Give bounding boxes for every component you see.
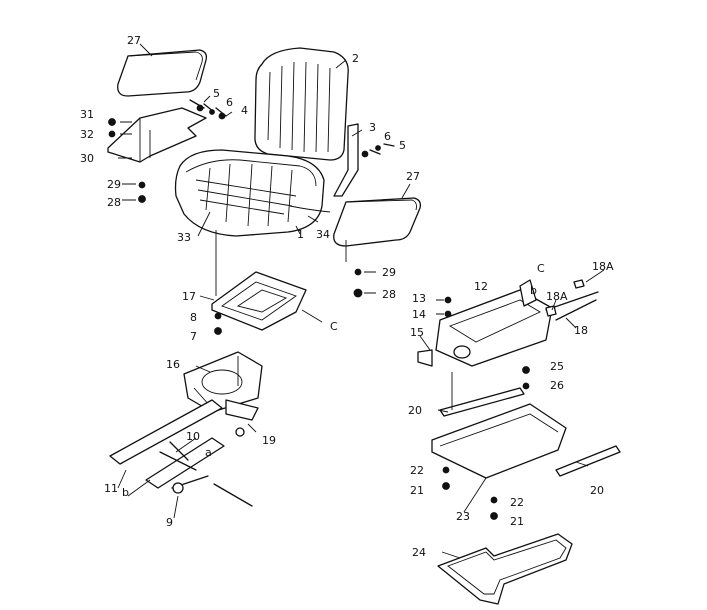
label-12-base: 12 (474, 280, 488, 293)
label-23-plate: 23 (456, 510, 470, 523)
label-16-plate: 16 (166, 358, 180, 371)
label-29-right: 29 (382, 266, 396, 279)
label-28-left: 28 (107, 196, 121, 209)
label-5-side: 5 (399, 139, 406, 152)
label-22-left: 22 (410, 464, 424, 477)
label-15: 15 (410, 326, 424, 339)
label-18a-top: 18A (592, 260, 614, 273)
label-11: 11 (104, 482, 118, 495)
armrest-pad-left (117, 49, 208, 97)
label-14: 14 (412, 308, 426, 321)
label-27-right-armrest: 27 (406, 170, 420, 183)
guide-lines (215, 230, 347, 296)
label-22-right: 22 (510, 496, 524, 509)
label-21-left: 21 (410, 484, 424, 497)
label-32: 32 (80, 128, 94, 141)
armrest-bracket (107, 107, 207, 163)
label-34: 34 (316, 228, 330, 241)
label-8: 8 (190, 311, 197, 324)
mount-plate (431, 366, 567, 520)
label-18-lever: 18 (574, 324, 588, 337)
label-19: 19 (262, 434, 276, 447)
label-10: 10 (186, 430, 200, 443)
label-31: 31 (80, 108, 94, 121)
label-a: a (205, 446, 212, 459)
callout-labels: 27 2 31 32 30 5 6 4 3 6 5 29 28 33 1 34 … (80, 34, 614, 559)
seat-linkage (109, 399, 259, 507)
label-25: 25 (550, 360, 564, 373)
label-29-left: 29 (107, 178, 121, 191)
floor-rail-left (439, 372, 525, 417)
label-6-side: 6 (384, 130, 391, 143)
label-5-top: 5 (213, 87, 220, 100)
label-30-bracket: 30 (80, 152, 94, 165)
label-3-side-bracket: 3 (369, 121, 376, 134)
label-18a-mid: 18A (546, 290, 568, 303)
label-4: 4 (241, 104, 248, 117)
label-c-right: C (537, 262, 545, 275)
seat-base-assembly (417, 279, 553, 367)
label-28-right: 28 (382, 288, 396, 301)
armrest-pad-right (333, 197, 422, 298)
label-b-right: b (530, 284, 537, 297)
suspension-plate (183, 351, 263, 413)
label-9: 9 (166, 516, 173, 529)
seat-backrest (254, 47, 349, 161)
label-17-rail: 17 (182, 290, 196, 303)
floor-rail-right (555, 445, 621, 477)
label-21-right: 21 (510, 515, 524, 528)
label-2-backrest: 2 (352, 52, 359, 65)
label-1-cushion: 1 (297, 228, 304, 241)
leader-lines (117, 43, 605, 559)
seat-side-bracket (333, 123, 359, 197)
label-b-left: b (122, 486, 129, 499)
label-20-left-rail: 20 (408, 404, 422, 417)
label-24-gasket: 24 (412, 546, 426, 559)
label-20-right-rail: 20 (590, 484, 604, 497)
label-33: 33 (177, 231, 191, 244)
label-7: 7 (190, 330, 197, 343)
label-26: 26 (550, 379, 564, 392)
label-c-left: C (330, 320, 338, 333)
label-6-top: 6 (226, 96, 233, 109)
seat-slide-rail (211, 271, 323, 335)
label-13: 13 (412, 292, 426, 305)
floor-gasket (437, 533, 573, 605)
seat-hardware (108, 99, 395, 203)
seat-cushion (174, 149, 331, 237)
adjust-lever (545, 279, 599, 321)
label-27-left-armrest: 27 (127, 34, 141, 47)
